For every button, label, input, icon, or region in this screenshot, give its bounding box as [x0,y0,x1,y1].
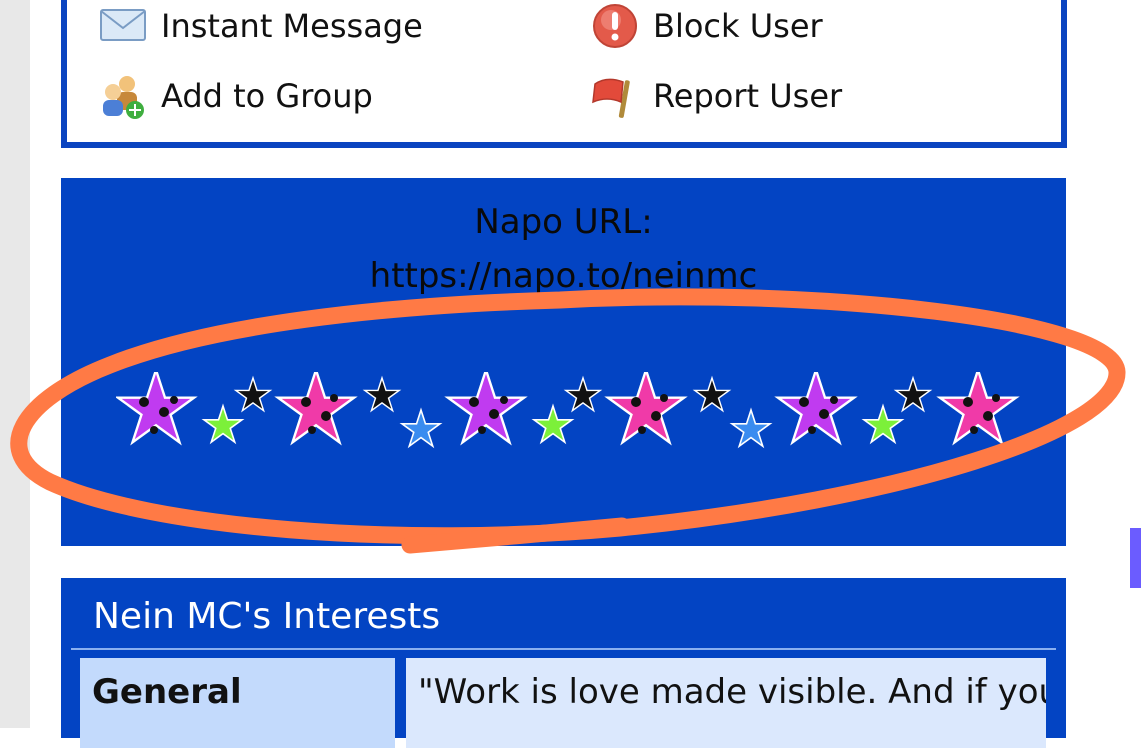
block-warning-icon [593,4,637,48]
interests-title: Nein MC's Interests [93,596,441,637]
napo-url-heading: Napo URL: [474,202,653,242]
small-black-star [365,378,399,411]
purple-spotted-star [778,372,854,442]
pink-spotted-star [940,372,1016,442]
report-user-label: Report User [653,77,843,115]
star-banner-image [116,372,1036,462]
add-to-group-label: Add to Group [161,77,373,115]
envelope-icon [100,9,146,41]
left-gutter [0,0,30,728]
small-blue-star [732,410,770,446]
interest-row-label: General [92,672,242,712]
interest-row-value: "Work is love made visible. And if you [418,672,1046,712]
interests-divider [71,648,1056,650]
interest-row-value-cell: "Work is love made visible. And if you [406,658,1046,748]
small-green-star [534,406,572,442]
napo-url-box: Napo URL: https://napo.to/neinmc [61,178,1066,546]
instant-message-link[interactable]: Instant Message [97,0,423,52]
add-to-group-link[interactable]: Add to Group [97,70,373,122]
small-black-star [236,378,270,411]
pink-spotted-star [278,372,354,442]
small-blue-star [402,410,440,446]
group-add-icon [103,76,144,119]
small-black-star [896,378,930,411]
small-green-star [864,406,902,442]
napo-url-link[interactable]: https://napo.to/neinmc [369,256,758,296]
interest-row-label-cell: General [80,658,395,748]
block-user-link[interactable]: Block User [589,0,823,52]
purple-spotted-star [448,372,524,442]
flag-icon [592,78,630,118]
contact-actions-box: Instant Message Add to Group Block User … [61,0,1067,148]
pink-spotted-star [608,372,684,442]
instant-message-label: Instant Message [161,7,423,45]
interests-box: Nein MC's Interests General "Work is lov… [61,578,1066,748]
report-user-link[interactable]: Report User [589,70,842,122]
block-user-label: Block User [653,7,823,45]
side-tab[interactable] [1130,528,1141,588]
small-green-star [204,406,242,442]
small-black-star [695,378,729,411]
small-black-star [566,378,600,411]
